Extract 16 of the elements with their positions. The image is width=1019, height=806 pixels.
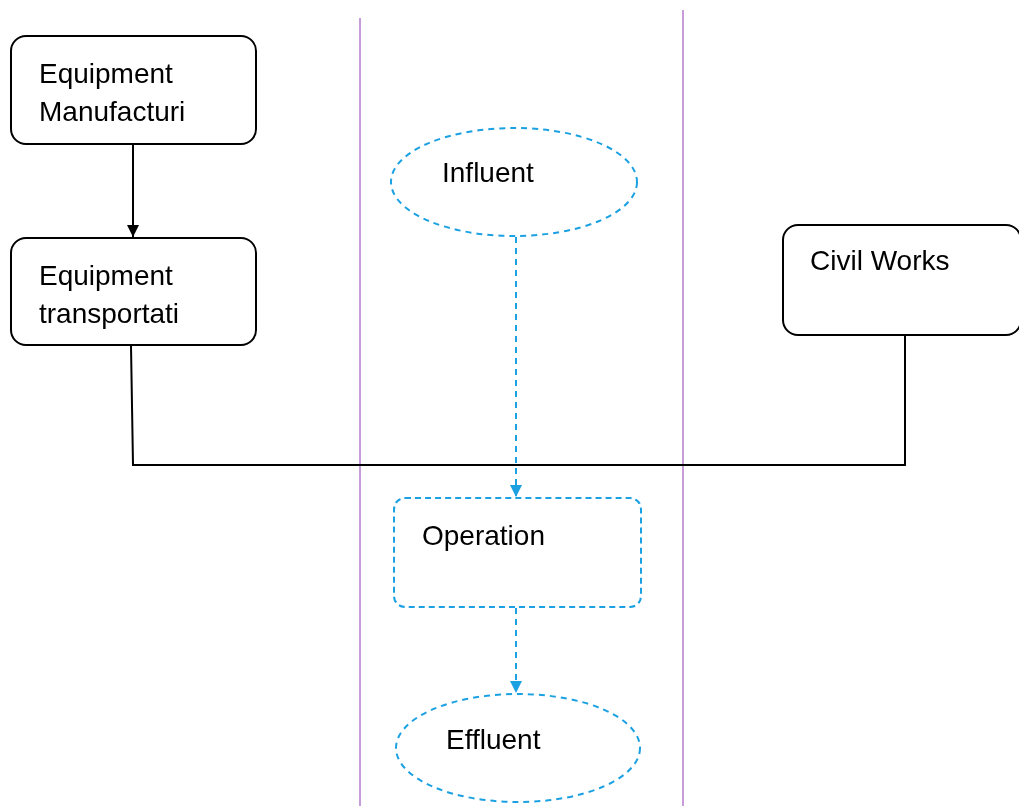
arrow: [510, 236, 522, 498]
ellipse-node: [390, 127, 638, 237]
node-label: Effluent: [446, 723, 542, 757]
node-label: Influent: [442, 156, 535, 190]
process-box: [782, 224, 1019, 336]
process-box: [393, 497, 642, 608]
arrow: [510, 607, 522, 694]
node-label: Operation: [422, 519, 546, 553]
connector-line: [130, 335, 906, 466]
process-box: [10, 237, 257, 346]
ellipse-node: [395, 693, 641, 803]
node-label: Equipment transportati: [39, 259, 181, 331]
arrow: [127, 144, 139, 238]
node-label: Equipment Manufacturi: [39, 57, 187, 129]
process-box: [10, 35, 257, 145]
node-label: Civil Works: [810, 244, 951, 278]
